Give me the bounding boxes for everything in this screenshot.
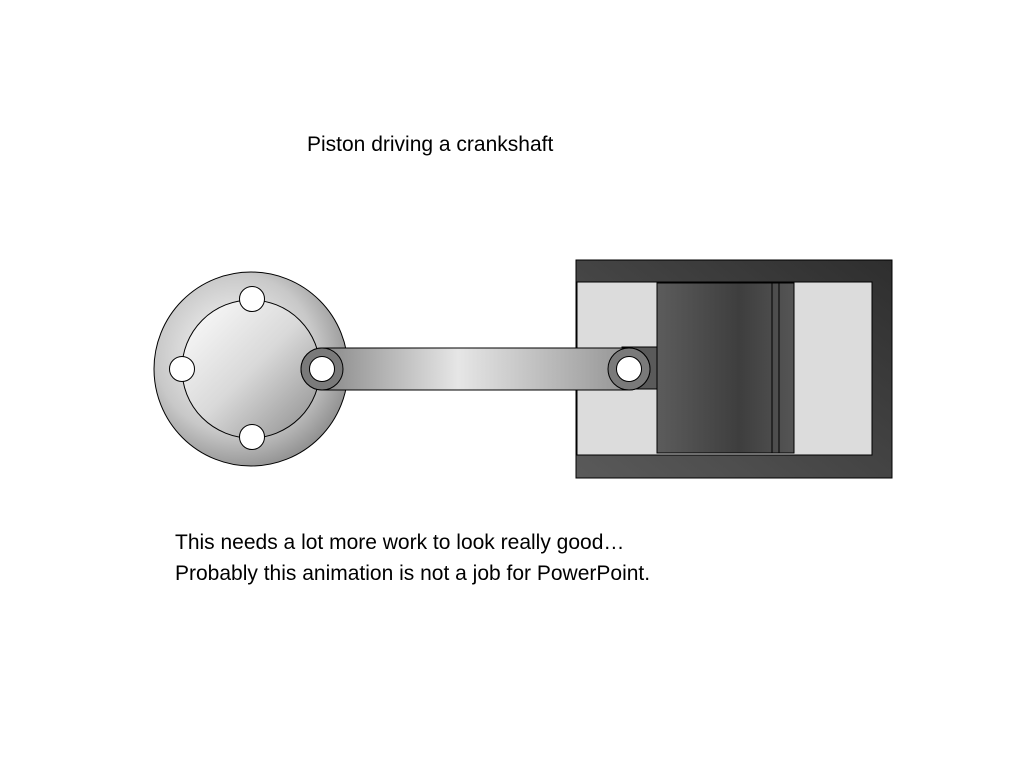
notes-line: This needs a lot more work to look reall… (175, 531, 625, 554)
wheel-bolt-hole (169, 356, 195, 382)
crank-pin-hole (309, 356, 335, 382)
crankshaft-wheel (153, 271, 349, 467)
slide-title: Piston driving a crankshaft (307, 133, 554, 156)
notes-line: Probably this animation is not a job for… (175, 562, 651, 585)
wheel-bolt-hole (239, 286, 265, 312)
crankshaft-wheel-inner-ring (181, 299, 321, 439)
piston-pin-hole (616, 356, 642, 382)
connecting-rod-body (300, 347, 651, 391)
slide-notes: This needs a lot more work to look reall… (175, 527, 650, 589)
connecting-rod (300, 347, 651, 391)
piston-body (656, 282, 795, 454)
wheel-bolt-hole (239, 424, 265, 450)
